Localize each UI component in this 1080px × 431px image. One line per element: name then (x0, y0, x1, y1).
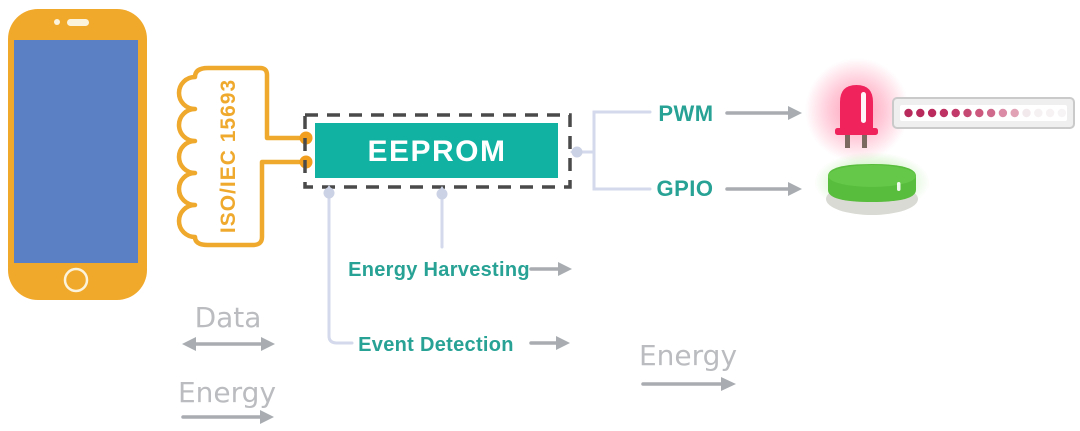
eeprom-chip: EEPROM (303, 113, 572, 189)
phone-screen (14, 40, 138, 263)
led-strip-dot (986, 108, 996, 118)
led-body (840, 85, 873, 131)
push-button-icon (814, 152, 930, 215)
led-strip-dot (951, 108, 960, 118)
pwm-label: PWM (658, 101, 713, 126)
teal-labels: PWM GPIO Energy Harvesting Event Detecti… (348, 101, 713, 356)
event-detection-line (327, 196, 354, 345)
energy-legend-arrow (181, 410, 274, 424)
chip-pin-bottom-mid (436, 188, 448, 200)
led-strip-dot (998, 108, 1008, 118)
energy-harvesting-arrow (529, 262, 572, 276)
led-strip-dot (916, 108, 925, 118)
phone-speaker (67, 19, 89, 26)
led-strip-dot (1057, 108, 1067, 118)
led-highlight (861, 92, 866, 123)
led-strip-dot (927, 108, 937, 118)
led-strip-dot (1022, 108, 1031, 118)
energy-harvesting-label: Energy Harvesting (348, 259, 530, 281)
legend-text: Data Energy Energy (178, 301, 737, 409)
chip-dashed-border (303, 113, 572, 189)
led-strip-dot (1010, 108, 1019, 118)
chip-box (315, 123, 558, 178)
phone-camera-dot (54, 19, 60, 25)
led-strip-dot (904, 108, 913, 118)
data-bidirectional-arrow (182, 337, 275, 351)
energy-flow-arrow (641, 377, 736, 391)
coil-outline (176, 65, 309, 248)
gpio-label: GPIO (656, 176, 713, 201)
event-detection-arrow (529, 336, 570, 350)
smartphone-icon (8, 9, 147, 300)
pwm-gpio-bracket (592, 110, 652, 191)
chip-pin-bottom-left (323, 187, 335, 199)
connector-lines (327, 110, 652, 345)
chip-pin-right (571, 146, 583, 158)
phone-home-button (63, 267, 89, 293)
chip-label: EEPROM (367, 135, 506, 168)
gpio-arrow (725, 182, 802, 196)
led-strip-dot (939, 108, 949, 118)
led-strip-dot (963, 108, 972, 118)
led-leg-right (862, 135, 867, 148)
led-icon (805, 58, 909, 162)
flow-arrows (181, 106, 802, 424)
led-leg-left (845, 135, 850, 148)
connector-pins (323, 146, 583, 200)
legend-data-label: Data (195, 301, 262, 334)
led-flange (835, 128, 878, 135)
nfc-antenna-icon: ISO/IEC 15693 (176, 65, 313, 248)
event-detection-label: Event Detection (358, 334, 514, 356)
led-strip-icon (892, 97, 1075, 129)
pwm-arrow (725, 106, 802, 120)
led-strip-dot (1045, 108, 1055, 118)
led-strip-dots (904, 108, 1067, 118)
energy-flow-label: Energy (639, 339, 737, 372)
led-strip-dot (1034, 108, 1043, 118)
button-cap-top (828, 165, 916, 187)
led-strip-dot (975, 108, 984, 118)
button-highlight (897, 182, 901, 191)
legend-energy-label: Energy (178, 376, 276, 409)
nfc-standard-label: ISO/IEC 15693 (217, 79, 240, 233)
